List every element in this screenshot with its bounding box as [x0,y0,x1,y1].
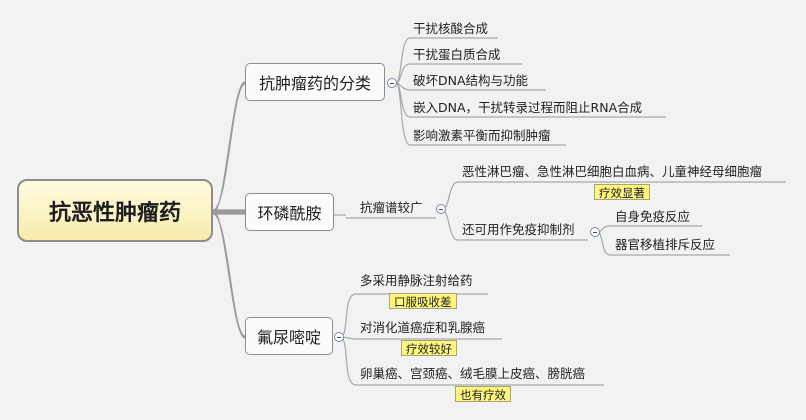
branch-fluorouracil[interactable]: 氟尿嘧啶 [245,317,333,355]
leaf-spectrum[interactable]: 抗瘤谱较广 [360,200,423,215]
note-badge: 疗效较好 [401,340,457,356]
collapse-toggle-icon[interactable] [334,332,344,342]
note-badge: 口服吸收差 [389,293,457,309]
branch-cyclophosphamide[interactable]: 环磷酰胺 [245,193,334,231]
leaf-lymphoma[interactable]: 恶性淋巴瘤、急性淋巴细胞白血病、儿童神经母细胞瘤 [462,164,763,179]
leaf-classification-3[interactable]: 破坏DNA结构与功能 [413,73,529,88]
root-label: 抗恶性肿瘤药 [48,200,181,226]
collapse-toggle-icon[interactable] [590,227,600,237]
link-c1 [395,37,411,84]
link-b3-i1 [339,293,357,338]
leaf-classification-1[interactable]: 干扰核酸合成 [413,21,489,36]
leaf-iv-injection[interactable]: 多采用静脉注射给药 [360,273,473,288]
link-b2-c2 [597,231,611,256]
root-link-classification [212,81,246,215]
leaf-autoimmune[interactable]: 自身免疫反应 [615,209,691,224]
leaf-immunosuppressant[interactable]: 还可用作免疫抑制剂 [462,222,575,237]
branch-classification-label: 抗肿瘤药的分类 [258,74,371,93]
link-c2 [395,63,411,84]
leaf-other-cancers[interactable]: 卵巢癌、宫颈癌、绒毛膜上皮癌、膀胱癌 [360,366,586,381]
root-node[interactable]: 抗恶性肿瘤药 [17,179,213,242]
collapse-toggle-icon[interactable] [436,204,446,214]
leaf-classification-5[interactable]: 影响激素平衡而抑制肿瘤 [413,128,551,143]
branch-fluorouracil-label: 氟尿嘧啶 [256,328,321,347]
root-link-fluorouracil [212,209,246,339]
collapse-toggle-icon[interactable] [387,78,397,88]
link-c5 [395,82,411,146]
root-link-cyclophosphamide [212,209,246,215]
link-b2-i2 [441,209,459,241]
leaf-digestive-breast[interactable]: 对消化道癌症和乳腺癌 [360,320,486,335]
link-b3-i3 [339,336,357,386]
branch-cyclophosphamide-label: 环磷酰胺 [257,204,322,223]
note-badge: 也有疗效 [455,386,511,402]
leaf-classification-4[interactable]: 嵌入DNA，干扰转录过程而阻止RNA合成 [413,100,643,115]
note-badge: 疗效显著 [594,184,650,200]
leaf-classification-2[interactable]: 干扰蛋白质合成 [413,47,501,62]
leaf-transplant-rejection[interactable]: 器官移植排斥反应 [615,237,716,252]
branch-classification[interactable]: 抗肿瘤药的分类 [245,63,385,101]
